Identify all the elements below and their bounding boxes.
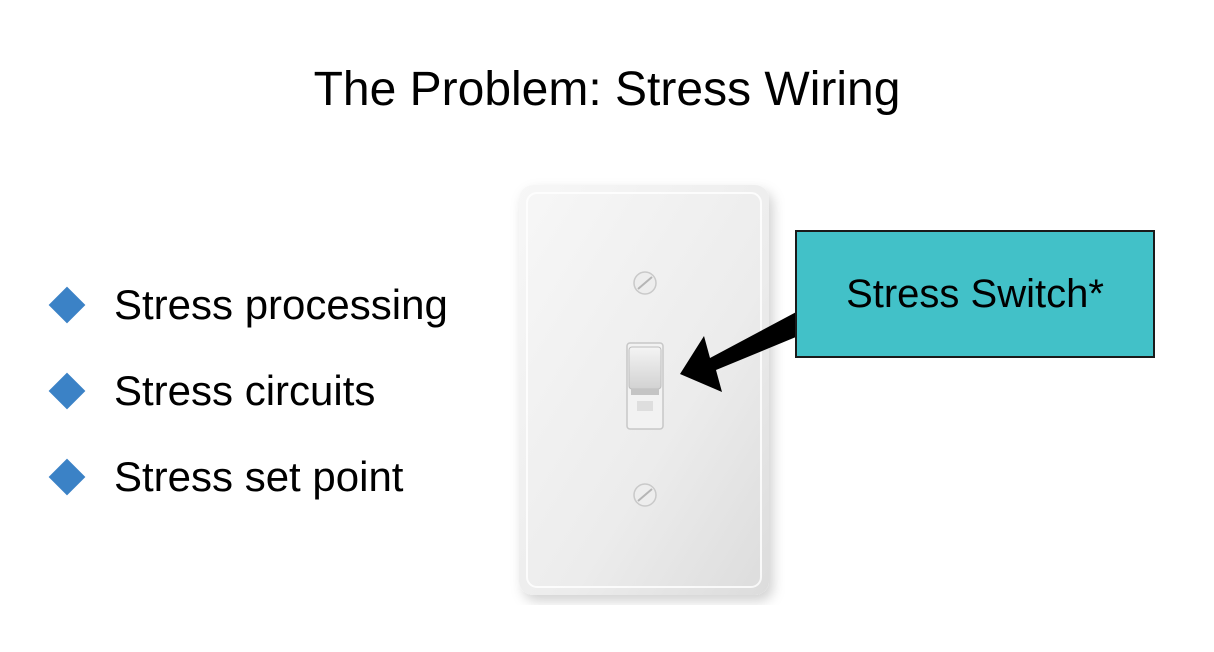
bullet-list: Stress processing Stress circuits Stress…: [48, 262, 448, 520]
bullet-label: Stress processing: [114, 281, 448, 328]
toggle-switch: [626, 342, 664, 430]
top-screw-icon: [633, 271, 657, 295]
arrow-icon: [680, 310, 808, 392]
bullet-item: Stress processing: [48, 262, 448, 348]
callout-label: Stress Switch*: [846, 271, 1104, 316]
diamond-icon: [48, 458, 86, 496]
bullet-item: Stress set point: [48, 434, 448, 520]
diamond-icon: [48, 286, 86, 324]
bottom-screw-icon: [633, 483, 657, 507]
light-switch-illustration: [519, 185, 769, 595]
callout-box: Stress Switch*: [795, 230, 1155, 358]
slide-title: The Problem: Stress Wiring: [313, 63, 901, 116]
bullet-label: Stress set point: [114, 453, 404, 500]
bullet-label: Stress circuits: [114, 367, 376, 414]
diamond-icon: [48, 372, 86, 410]
bullet-item: Stress circuits: [48, 348, 448, 434]
